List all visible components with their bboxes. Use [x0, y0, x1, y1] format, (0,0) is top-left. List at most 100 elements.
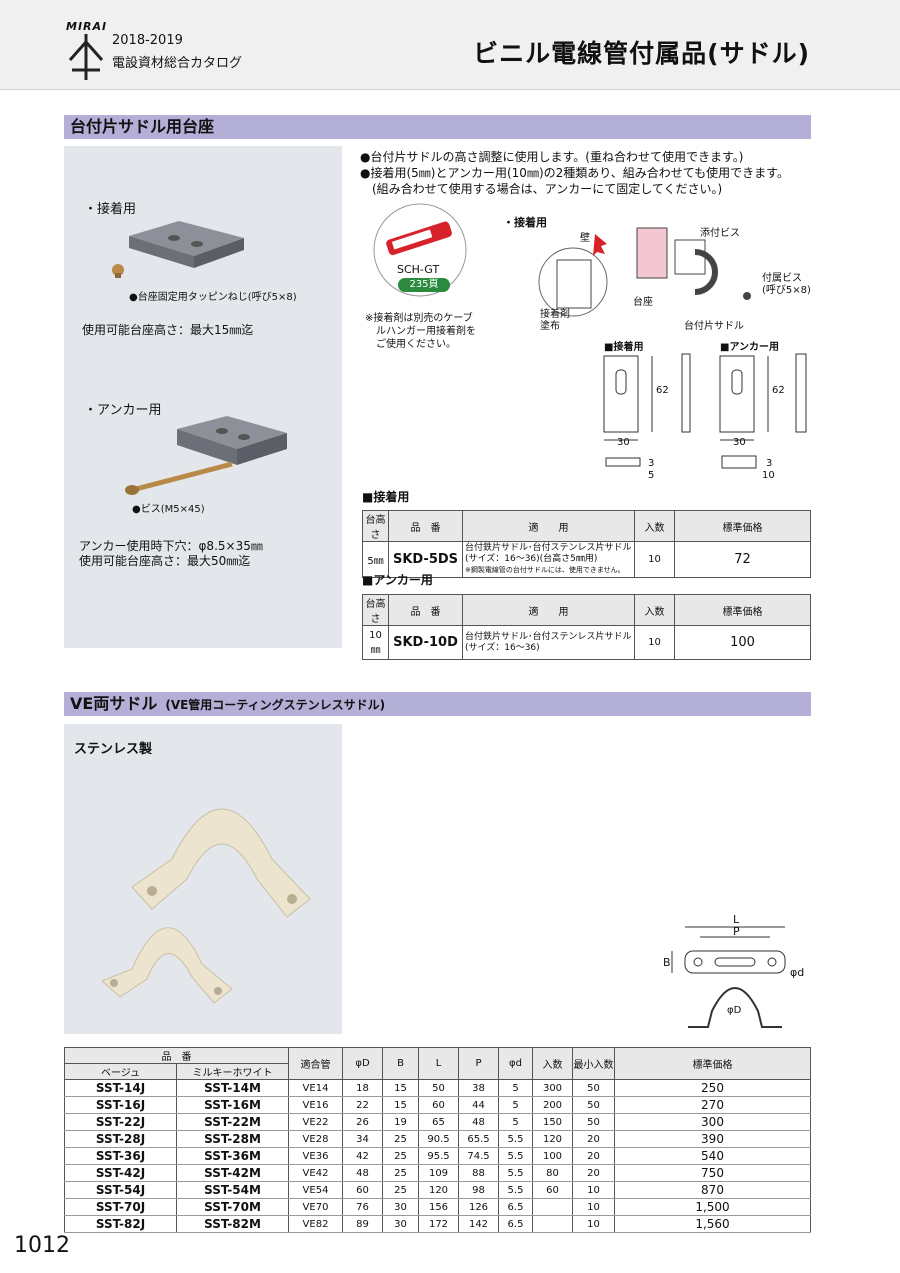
table-cell: VE70 — [288, 1198, 343, 1216]
table-cell: VE22 — [288, 1113, 343, 1131]
page-ref-link[interactable]: 235頁 — [398, 278, 450, 292]
table-cell: 20 — [572, 1147, 615, 1165]
mounting-diagram — [538, 227, 751, 317]
dim-phi-d: φd — [790, 966, 805, 979]
cell-code: SKD-10D — [388, 625, 463, 660]
dim-3-a: 3 — [648, 458, 655, 469]
table-cell: 50 — [418, 1079, 459, 1097]
header-bar — [0, 0, 900, 90]
table-cell: 540 — [614, 1147, 811, 1165]
wall-label: 壁 — [580, 233, 590, 244]
dim-30-a: 30 — [617, 437, 630, 448]
cell-price: 72 — [674, 541, 811, 578]
dim-10-b: 10 — [762, 470, 775, 481]
base-label: 台座 — [633, 297, 653, 308]
dim-B: B — [663, 956, 671, 969]
dim-L: L — [733, 913, 740, 926]
table-cell: 26 — [342, 1113, 383, 1131]
table-cell: 65 — [418, 1113, 459, 1131]
col-use: 適 用 — [462, 594, 635, 626]
table-cell: 10 — [572, 1198, 615, 1216]
glue-note-1: ※接着剤は別売のケーブ — [365, 313, 473, 324]
table-cell: 750 — [614, 1164, 811, 1182]
table-cell: 156 — [418, 1198, 459, 1216]
table-cell: 5.5 — [498, 1130, 533, 1148]
table-cell: 22 — [342, 1096, 383, 1114]
adhesive-base-photo — [129, 221, 244, 268]
table-cell: SST-14M — [176, 1079, 289, 1097]
cell-price: 100 — [674, 625, 811, 660]
table-adhesive-title: ■接着用 — [362, 490, 410, 504]
catalog-year: 2018-2019 — [112, 33, 183, 48]
table-cell: 200 — [532, 1096, 573, 1114]
table-cell: SST-16J — [64, 1096, 177, 1114]
page-title: ビニル電線管付属品(サドル) — [473, 39, 810, 68]
adhesive-label: ・接着用 — [84, 202, 137, 217]
table-cell: 6.5 — [498, 1215, 533, 1233]
table-cell: VE82 — [288, 1215, 343, 1233]
table-cell: 390 — [614, 1130, 811, 1148]
dim-62-a: 62 — [656, 385, 669, 396]
table-cell: 150 — [532, 1113, 573, 1131]
table-cell: 5 — [498, 1079, 533, 1097]
table-cell: 76 — [342, 1198, 383, 1216]
table-cell: SST-82M — [176, 1215, 289, 1233]
table-cell: VE54 — [288, 1181, 343, 1199]
table-cell: SST-42M — [176, 1164, 289, 1182]
table-cell: VE42 — [288, 1164, 343, 1182]
col-L: L — [418, 1047, 459, 1080]
col-beige: ベージュ — [64, 1063, 177, 1080]
table-cell: 30 — [382, 1215, 419, 1233]
dim-anchor-title: ■アンカー用 — [720, 342, 780, 353]
col-qty: 入数 — [634, 594, 675, 626]
dimension-drawings — [603, 353, 807, 469]
table-cell: 5.5 — [498, 1147, 533, 1165]
cell-code: SKD-5DS — [388, 541, 463, 578]
col-milky-white: ミルキーホワイト — [176, 1063, 289, 1080]
section-title-base: 台付片サドル用台座 — [64, 115, 811, 139]
material-label: ステンレス製 — [74, 742, 153, 757]
table-cell: 89 — [342, 1215, 383, 1233]
table-cell: SST-70J — [64, 1198, 177, 1216]
col-height: 台高さ — [362, 510, 389, 542]
table-cell: VE36 — [288, 1147, 343, 1165]
cell-use: 台付鉄片サドル･台付ステンレス片サドル (サイズ：16～36) — [462, 625, 635, 660]
table-cell: 44 — [458, 1096, 499, 1114]
table-cell: VE16 — [288, 1096, 343, 1114]
col-height: 台高さ — [362, 594, 389, 626]
table-cell: 126 — [458, 1198, 499, 1216]
table-cell: 90.5 — [418, 1130, 459, 1148]
table-cell: 5 — [498, 1096, 533, 1114]
table-cell: SST-54M — [176, 1181, 289, 1199]
table-cell: 120 — [418, 1181, 459, 1199]
table-cell: 50 — [572, 1113, 615, 1131]
table-cell: SST-14J — [64, 1079, 177, 1097]
table-cell — [532, 1215, 573, 1233]
col-qty: 入数 — [532, 1047, 573, 1080]
table-cell: 48 — [342, 1164, 383, 1182]
table-cell: 6.5 — [498, 1198, 533, 1216]
col-P: P — [458, 1047, 499, 1080]
col-use: 適 用 — [462, 510, 635, 542]
table-cell: 20 — [572, 1130, 615, 1148]
cell-qty: 10 — [634, 541, 675, 578]
table-cell: VE14 — [288, 1079, 343, 1097]
table-cell: 142 — [458, 1215, 499, 1233]
anchor-height-note: 使用可能台座高さ：最大50㎜迄 — [79, 554, 251, 568]
adhesive-table: 台高さ 品 番 適 用 入数 標準価格 5㎜ SKD-5DS 台付鉄片サドル･台… — [362, 510, 811, 578]
glue-note-3: ご使用ください。 — [376, 339, 456, 350]
anchor-table: 台高さ 品 番 適 用 入数 標準価格 10㎜ SKD-10D 台付鉄片サドル･… — [362, 594, 811, 660]
saddle-photo-panel: ステンレス製 — [64, 724, 342, 1034]
dim-62-b: 62 — [772, 385, 785, 396]
table-cell: 25 — [382, 1147, 419, 1165]
bullet-2: ●接着用(5㎜)とアンカー用(10㎜)の2種類あり、組み合わせても使用できます。 — [360, 166, 789, 180]
col-price: 標準価格 — [614, 1047, 811, 1080]
col-qty: 入数 — [634, 510, 675, 542]
anchor-label: ・アンカー用 — [84, 403, 162, 418]
table-cell: 1,500 — [614, 1198, 811, 1216]
tapping-screw-photo — [112, 264, 124, 278]
